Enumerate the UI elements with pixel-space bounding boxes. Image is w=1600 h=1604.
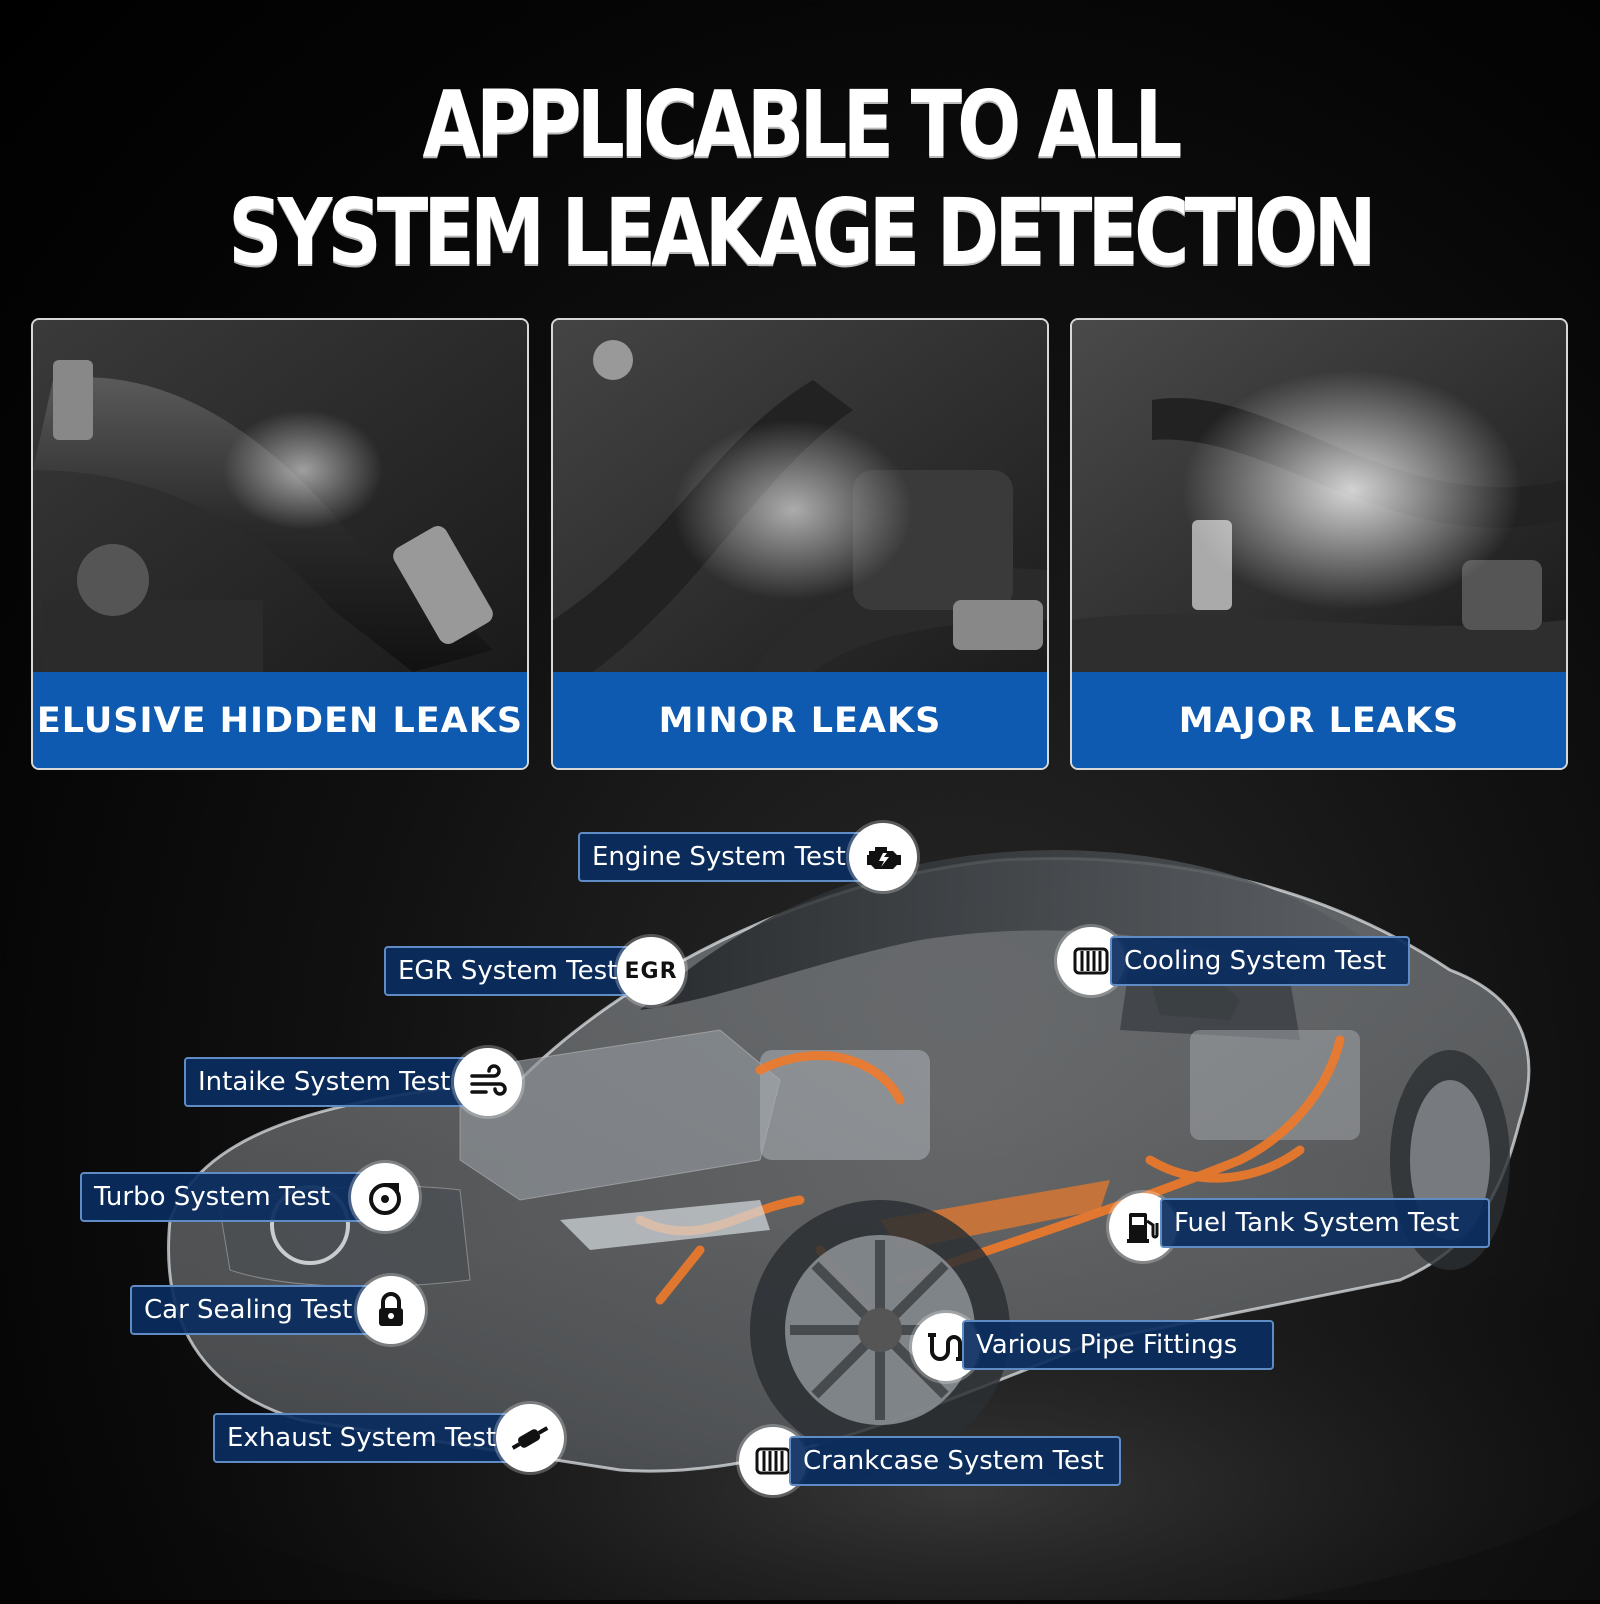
headline-line-2: SYSTEM LEAKAGE DETECTION [228,179,1376,286]
car-sealing-test-label: Car Sealing Test [144,1295,353,1325]
lock-icon [357,1276,425,1344]
turbo-system-test-label: Turbo System Test [94,1182,331,1212]
exhaust-icon [496,1404,564,1472]
transparent-car-illustration [0,780,1600,1604]
panel-caption: ELUSIVE HIDDEN LEAKS [33,672,527,768]
fuel-tank-system-test-label: Fuel Tank System Test [1174,1208,1460,1238]
engine-photo-hidden-leak [33,320,527,672]
engine-icon [849,823,917,891]
panel-caption: MINOR LEAKS [553,672,1047,768]
engine-system-test-tag: Engine System Test [578,832,868,882]
cooling-system-test-label: Cooling System Test [1124,946,1387,976]
crankcase-system-test-tag: Crankcase System Test [789,1436,1121,1486]
turbo-system-test-tag: Turbo System Test [80,1172,380,1222]
turbo-icon [351,1163,419,1231]
various-pipe-fittings-tag: Various Pipe Fittings [962,1320,1274,1370]
intake-system-test-label: Intaike System Test [198,1067,451,1097]
car-sealing-test-tag: Car Sealing Test [130,1285,388,1335]
egr-icon-text: EGR [624,958,678,984]
panel-major-leaks: MAJOR LEAKS [1070,318,1568,770]
engine-photo-major-leak [1072,320,1566,672]
egr-system-test-tag: EGR System Test [384,946,646,996]
exhaust-system-test-label: Exhaust System Test [227,1423,497,1453]
crankcase-system-test-label: Crankcase System Test [803,1446,1104,1476]
wind-icon [454,1048,522,1116]
panel-minor-leaks: MINOR LEAKS [551,318,1049,770]
intake-system-test-tag: Intaike System Test [184,1057,476,1107]
cooling-system-test-tag: Cooling System Test [1110,936,1410,986]
engine-photo-minor-leak [553,320,1047,672]
engine-system-test-label: Engine System Test [592,842,846,872]
fuel-tank-system-test-tag: Fuel Tank System Test [1160,1198,1490,1248]
egr-icon: EGR [617,937,685,1005]
headline-line-1: APPLICABLE TO ALL [422,71,1183,178]
exhaust-system-test-tag: Exhaust System Test [213,1413,533,1463]
panel-caption: MAJOR LEAKS [1072,672,1566,768]
egr-system-test-label: EGR System Test [398,956,618,986]
various-pipe-fittings-label: Various Pipe Fittings [976,1330,1238,1360]
panel-elusive-hidden-leaks: ELUSIVE HIDDEN LEAKS [31,318,529,770]
